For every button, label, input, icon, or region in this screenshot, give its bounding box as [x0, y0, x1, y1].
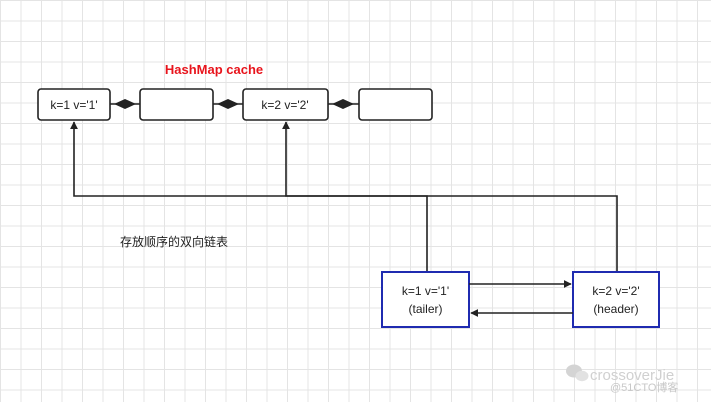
watermark-subtext: @51CTO博客 — [610, 380, 678, 394]
pointer-line-tailer — [70, 121, 428, 272]
pointer-line-header — [282, 121, 618, 272]
list-node-header-line1: k=2 v='2' — [592, 284, 639, 298]
watermark: crossoverJie @51CTO博客 — [566, 364, 678, 394]
diagram-title: HashMap cache — [165, 62, 263, 77]
hashmap-node-2 — [139, 88, 214, 121]
hashmap-node-4 — [358, 88, 433, 121]
list-node-header-line2: (header) — [593, 302, 638, 316]
watermark-text: crossoverJie — [590, 367, 674, 384]
list-node-tailer-line2: (tailer) — [408, 302, 442, 316]
hashmap-node-1: k=1 v='1' — [37, 88, 111, 121]
hashmap-node-3-label: k=2 v='2' — [261, 98, 308, 112]
diamond-connector-2 — [213, 99, 243, 109]
diamond-connector-1 — [110, 99, 140, 109]
wechat-icon — [566, 364, 589, 382]
hashmap-node-1-label: k=1 v='1' — [50, 98, 97, 112]
list-node-header: k=2 v='2' (header) — [572, 271, 660, 328]
diamond-connector-3 — [328, 99, 359, 109]
list-node-tailer-line1: k=1 v='1' — [402, 284, 449, 298]
list-node-tailer: k=1 v='1' (tailer) — [381, 271, 470, 328]
linked-list-caption: 存放顺序的双向链表 — [120, 234, 228, 249]
hashmap-node-3: k=2 v='2' — [242, 88, 329, 121]
